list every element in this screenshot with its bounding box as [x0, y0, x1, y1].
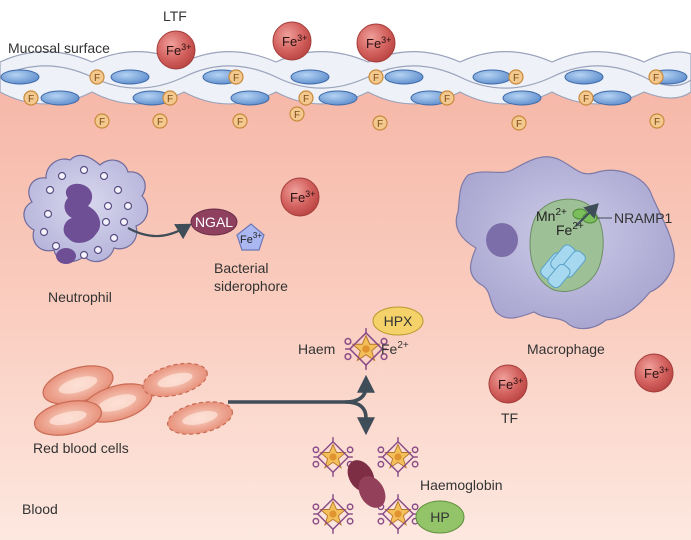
blood-label: Blood — [22, 501, 58, 517]
ferritin-marker-icon: F — [372, 115, 388, 131]
secretion-arrow — [127, 223, 192, 240]
epithelial-nucleus — [0, 69, 40, 85]
svg-text:Fe3+: Fe3+ — [290, 189, 315, 205]
ferritin-marker-icon: F — [511, 115, 527, 131]
svg-text:Fe3+: Fe3+ — [366, 35, 391, 51]
bacterial-label-line2: siderophore — [214, 278, 288, 294]
svg-text:F: F — [513, 73, 519, 84]
hp-label: HP — [430, 509, 449, 525]
ferritin-marker-icon: F — [368, 69, 384, 85]
haem-label: Haem — [298, 341, 335, 357]
svg-text:Fe3+: Fe3+ — [644, 365, 669, 381]
red-blood-cells — [33, 362, 234, 436]
iron-ion-icon: Fe3+ — [156, 30, 196, 70]
iron-ion-icon: Fe3+ — [280, 177, 320, 217]
svg-text:Fe3+: Fe3+ — [166, 42, 191, 58]
haem-hpx-complex: HPX — [344, 306, 424, 371]
nramp1-label: NRAMP1 — [614, 210, 673, 226]
neutrophil — [23, 154, 149, 264]
iron-ion-icon: Fe3+ — [634, 353, 674, 393]
epithelial-nucleus — [290, 69, 330, 85]
ferritin-marker-icon: F — [23, 90, 39, 106]
svg-text:F: F — [377, 119, 383, 130]
haemolysis-arrow — [228, 374, 375, 436]
ferritin-marker-icon: F — [228, 69, 244, 85]
tf-label: TF — [501, 410, 518, 426]
ferritin-marker-icon: F — [298, 90, 314, 106]
svg-text:F: F — [654, 117, 660, 128]
epithelial-nuclei — [0, 69, 688, 106]
ferritin-marker-icon: F — [578, 90, 594, 106]
red-blood-cells-label: Red blood cells — [33, 440, 129, 456]
epithelial-nucleus — [110, 69, 150, 85]
epithelial-nucleus — [230, 90, 270, 106]
iron-ion-icon: Fe3+ — [488, 364, 528, 404]
ferritin-marker-icon: F — [649, 113, 665, 129]
epithelial-nucleus — [564, 69, 604, 85]
svg-text:F: F — [167, 94, 173, 105]
svg-text:F: F — [99, 117, 105, 128]
fe2-label: Fe2+ — [556, 221, 584, 238]
ferritin-marker-icon: F — [232, 113, 248, 129]
mn-label: Mn2+ — [536, 207, 567, 224]
svg-text:F: F — [583, 94, 589, 105]
epithelial-nucleus — [592, 90, 632, 106]
svg-text:F: F — [516, 119, 522, 130]
ngal-label: NGAL — [195, 214, 233, 230]
haemoglobin-complex: HP — [312, 436, 465, 535]
svg-text:F: F — [303, 94, 309, 105]
ltf-label: LTF — [163, 8, 187, 24]
siderophore-shape — [236, 223, 265, 251]
ferritin-marker-icon: F — [508, 69, 524, 85]
iron-ion-icon: Fe3+ — [356, 23, 396, 63]
neutrophil-label: Neutrophil — [48, 289, 112, 305]
bacterial-label-line1: Bacterial — [214, 260, 268, 276]
ngal-complex: NGAL Fe3+ — [190, 208, 265, 251]
epithelial-nucleus — [384, 69, 424, 85]
svg-text:F: F — [653, 73, 659, 84]
epithelial-nucleus — [472, 69, 512, 85]
ferritin-marker-icon: F — [89, 69, 105, 85]
ferritin-marker-icon: F — [289, 106, 305, 122]
svg-text:F: F — [237, 117, 243, 128]
mucosal-surface-label: Mucosal surface — [8, 40, 110, 56]
svg-text:F: F — [157, 117, 163, 128]
svg-text:F: F — [94, 73, 100, 84]
svg-text:F: F — [28, 94, 34, 105]
epithelial-nucleus — [502, 90, 542, 106]
svg-text:F: F — [294, 110, 300, 121]
macrophage-label: Macrophage — [527, 341, 605, 357]
ferritin-marker-icon: F — [648, 69, 664, 85]
epithelial-nucleus — [40, 90, 80, 106]
svg-text:Fe3+: Fe3+ — [282, 33, 307, 49]
ferritin-marker-icon: F — [439, 90, 455, 106]
svg-text:F: F — [444, 94, 450, 105]
macrophage — [455, 156, 675, 330]
iron-ions: Fe3+ Fe3+ Fe3+ Fe3+ Fe3+ Fe3+ — [156, 21, 674, 404]
svg-text:F: F — [373, 73, 379, 84]
hpx-label: HPX — [384, 313, 413, 329]
ferritin-marker-icon: F — [162, 90, 178, 106]
svg-text:Fe3+: Fe3+ — [498, 376, 523, 392]
ferritin-marker-icon: F — [94, 113, 110, 129]
ferritin-marker-icon: F — [152, 113, 168, 129]
epithelial-nucleus — [318, 90, 358, 106]
haem-fe2-label: Fe2+ — [381, 340, 409, 357]
iron-ion-icon: Fe3+ — [272, 21, 312, 61]
svg-text:F: F — [233, 73, 239, 84]
haemoglobin-label: Haemoglobin — [420, 477, 503, 493]
siderophore-fe-label: Fe3+ — [240, 231, 262, 246]
